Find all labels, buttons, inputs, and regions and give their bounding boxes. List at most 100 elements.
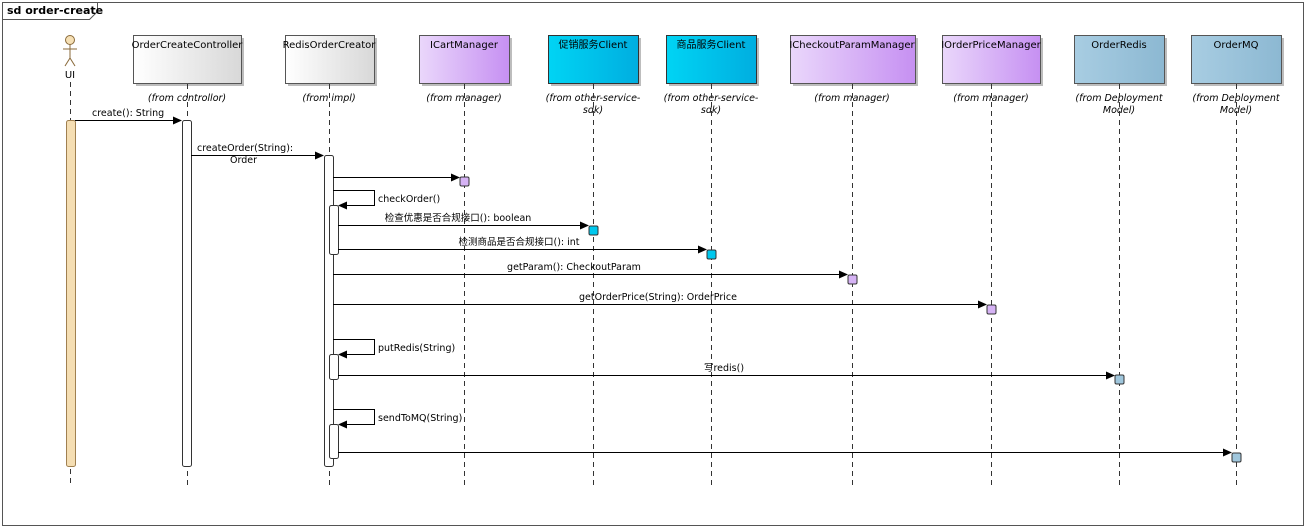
execution-marker-checkout[interactable]	[847, 274, 858, 285]
arrow-head-icon	[338, 350, 347, 359]
participant-box	[419, 35, 510, 84]
activation-bar-ui[interactable]	[66, 120, 76, 467]
messages-layer: create(): String createOrder(String):Orde…	[75, 108, 1232, 457]
participant-from-label: sdk)	[583, 105, 603, 116]
participant-name: OrderRedis	[1091, 40, 1146, 51]
participant-from-label: Model)	[1220, 105, 1252, 116]
execution-marker-cart[interactable]	[459, 176, 470, 187]
participants-layer: OrderCreateController (from controllor) Re…	[132, 35, 1285, 486]
participant-name: 促销服务Client	[559, 38, 628, 51]
participant-from-label: (from controllor)	[148, 93, 226, 104]
participant-checkout[interactable]: ICheckoutParamManager(from manager)	[789, 35, 918, 105]
participant-name: ICartManager	[430, 40, 499, 51]
participant-box	[548, 35, 639, 84]
message-label: 写redis()	[704, 363, 744, 374]
arrow-head-icon	[580, 221, 589, 230]
participant-from-label: (from other-service-	[664, 93, 759, 104]
participant-from-label: (from manager)	[953, 93, 1028, 104]
arrow-head-icon	[173, 116, 182, 125]
actor-ui[interactable]: UI	[63, 35, 77, 82]
message-label: checkOrder()	[378, 194, 440, 205]
participant-name: IOrderPriceManager	[941, 40, 1041, 51]
message-sendToMQ[interactable]: sendToMQ(String)	[333, 409, 462, 429]
message-checkGoods[interactable]: 检测商品是否合规接口(): int	[338, 236, 707, 254]
participant-goods[interactable]: 商品服务Client (from other-service-sdk)	[664, 35, 759, 117]
message-writeRedis[interactable]: 写redis()	[338, 363, 1115, 380]
frame-title-tab	[2, 2, 98, 20]
execution-marker-redis[interactable]	[1114, 374, 1125, 385]
arrow-head-icon	[315, 151, 324, 160]
participant-box	[1074, 35, 1165, 84]
message-putRedis[interactable]: putRedis(String)	[333, 339, 455, 359]
participant-box	[942, 35, 1041, 84]
actor-label: UI	[65, 70, 75, 81]
activation-bar-creator-check[interactable]	[329, 205, 339, 255]
self-message-line	[333, 190, 375, 206]
participant-from-label: Model)	[1103, 105, 1135, 116]
participant-name: OrderMQ	[1214, 40, 1259, 51]
participant-promo[interactable]: 促销服务Client (from other-service-sdk)	[546, 35, 641, 117]
message-label: putRedis(String)	[378, 343, 455, 354]
participant-price[interactable]: IOrderPriceManager (from manager)	[941, 35, 1043, 105]
activation-bar-creator-redis[interactable]	[329, 354, 339, 380]
message-label: getParam(): CheckoutParam	[507, 262, 641, 273]
message-toMQ[interactable]	[338, 448, 1232, 457]
arrow-head-icon	[1106, 371, 1115, 380]
participant-box	[790, 35, 916, 84]
arrow-head-icon	[1223, 448, 1232, 457]
participant-from-label: (from manager)	[814, 93, 889, 104]
message-checkOrder[interactable]: checkOrder()	[333, 190, 440, 210]
activations-layer	[66, 120, 1242, 467]
participant-from-label: (from manager)	[426, 93, 501, 104]
participant-from-label: (from Deployment	[1075, 93, 1163, 104]
actor-leg-right-icon	[69, 57, 76, 67]
participant-from-label: sdk)	[701, 105, 721, 116]
actor-leg-left-icon	[64, 57, 71, 67]
message-label: getOrderPrice(String): OrderPrice	[579, 292, 737, 303]
participant-box	[666, 35, 757, 84]
activation-bar-creator[interactable]	[324, 155, 334, 467]
activation-bar-creator-mq[interactable]	[329, 424, 339, 459]
execution-marker-price[interactable]	[986, 304, 997, 315]
self-message-line	[333, 409, 375, 425]
arrow-head-icon	[338, 201, 347, 210]
arrow-head-icon	[839, 270, 848, 279]
participant-from-label: (from other-service-	[546, 93, 641, 104]
participant-controller[interactable]: OrderCreateController (from controllor)	[132, 35, 244, 105]
activation-bar-controller[interactable]	[182, 120, 192, 467]
message-getParam[interactable]: getParam(): CheckoutParam	[333, 262, 848, 279]
frame-title: sd order-create	[7, 4, 103, 17]
participant-creator[interactable]: RedisOrderCreator (from impl)	[283, 35, 377, 105]
participant-box	[285, 35, 375, 84]
message-toCart[interactable]	[333, 173, 460, 182]
participant-cart[interactable]: ICartManager (from manager)	[419, 35, 513, 105]
message-checkPromo[interactable]: 检查优惠是否合规接口(): boolean	[338, 212, 589, 230]
message-label: 检测商品是否合规接口(): int	[458, 236, 579, 248]
message-label: sendToMQ(String)	[378, 413, 462, 424]
message-label: createOrder(String):	[197, 143, 293, 154]
participant-name: RedisOrderCreator	[283, 40, 377, 51]
participant-box	[1191, 35, 1282, 84]
participant-name: 商品服务Client	[677, 38, 746, 51]
participant-name: OrderCreateController	[132, 40, 244, 51]
arrow-head-icon	[698, 245, 707, 254]
message-label: 检查优惠是否合规接口(): boolean	[385, 212, 532, 224]
participant-box	[133, 35, 242, 84]
message-getOrderPrice[interactable]: getOrderPrice(String): OrderPrice	[333, 292, 987, 309]
participant-from-label: (from impl)	[302, 93, 355, 104]
actor-head-icon	[65, 35, 75, 45]
participant-from-label: (from Deployment	[1192, 93, 1280, 104]
execution-marker-goods[interactable]	[706, 249, 717, 260]
execution-marker-promo[interactable]	[588, 225, 599, 236]
self-message-line	[333, 339, 375, 355]
execution-marker-mq[interactable]	[1231, 452, 1242, 463]
arrow-head-icon	[338, 420, 347, 429]
message-create[interactable]: create(): String	[75, 108, 182, 125]
arrow-head-icon	[978, 300, 987, 309]
message-createOrder[interactable]: createOrder(String):Order	[191, 143, 324, 166]
message-label: Order	[230, 155, 257, 166]
